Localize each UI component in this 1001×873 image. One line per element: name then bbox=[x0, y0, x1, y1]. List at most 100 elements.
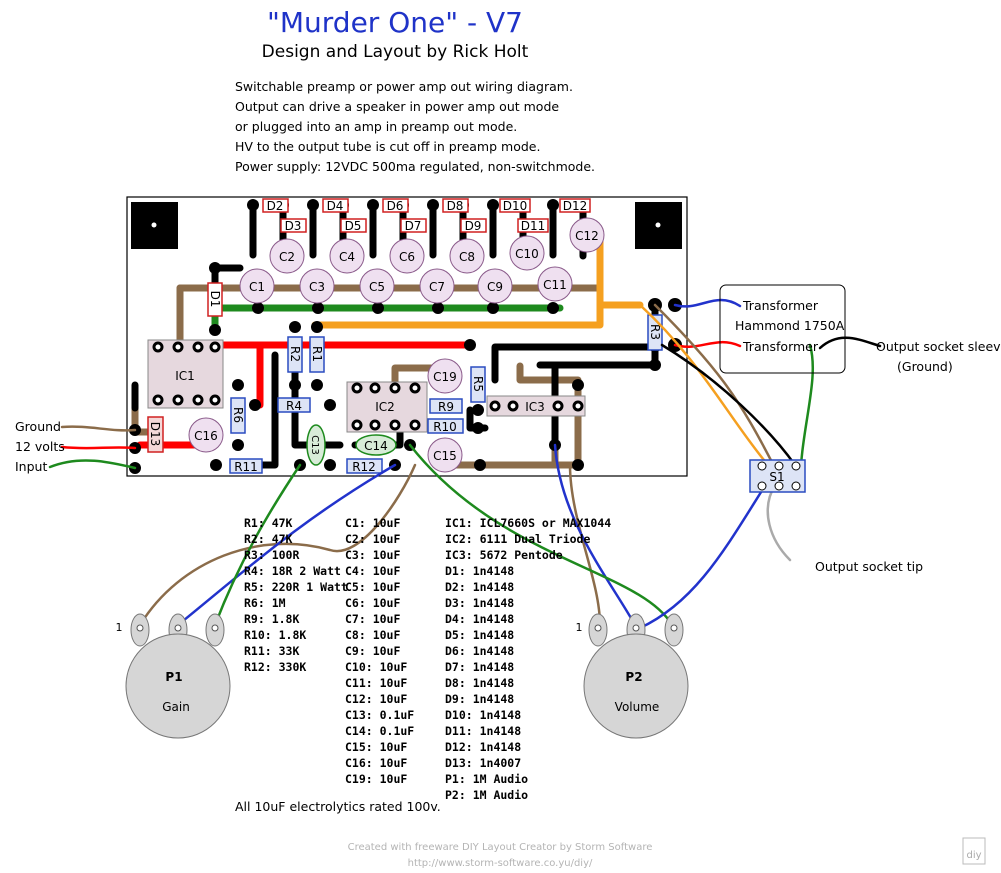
part-entry: D7: 1n4148 bbox=[445, 660, 515, 674]
resistor-r1: R1 bbox=[309, 336, 325, 373]
svg-text:D12: D12 bbox=[563, 199, 588, 213]
label-12-volts: 12 volts bbox=[15, 439, 65, 454]
svg-text:D8: D8 bbox=[447, 199, 464, 213]
svg-text:R2: R2 bbox=[288, 346, 302, 362]
part-entry: D9: 1n4148 bbox=[445, 692, 515, 706]
pot-p2: P2 Volume 1 bbox=[576, 613, 689, 739]
cap-c19: C19 bbox=[427, 358, 463, 394]
svg-text:P2: P2 bbox=[625, 670, 642, 684]
svg-text:R6: R6 bbox=[231, 407, 245, 423]
description-line: Power supply: 12VDC 500ma regulated, non… bbox=[235, 159, 596, 174]
parts-list-capacitors: C1: 10uF C2: 10uF C3: 10uF C4: 10uF C5: … bbox=[345, 515, 414, 787]
svg-text:D11: D11 bbox=[521, 219, 546, 233]
cap-c4: C4 bbox=[329, 238, 365, 274]
svg-text:R11: R11 bbox=[234, 460, 258, 474]
wires bbox=[48, 298, 882, 630]
diode-d6: D6 bbox=[382, 198, 409, 213]
capacitor-note: All 10uF electrolytics rated 100v. bbox=[235, 799, 441, 814]
label-sleeve-ground: (Ground) bbox=[897, 359, 953, 374]
part-entry: R10: 1.8K bbox=[244, 628, 307, 642]
cap-c7: C7 bbox=[419, 268, 455, 304]
svg-text:C9: C9 bbox=[487, 280, 503, 294]
part-entry: C11: 10uF bbox=[345, 676, 408, 690]
resistor-r5: R5 bbox=[470, 366, 486, 403]
label-transformer-2: Transformer bbox=[743, 339, 819, 354]
svg-text:R5: R5 bbox=[471, 376, 485, 392]
capacitors: C2 C4 C6 C8 C10 C12 C1 C3 C5 C7 C9 C11 C… bbox=[188, 217, 605, 473]
part-entry: C5: 10uF bbox=[345, 580, 401, 594]
svg-text:D10: D10 bbox=[503, 199, 528, 213]
svg-text:C19: C19 bbox=[433, 370, 457, 384]
svg-text:IC1: IC1 bbox=[175, 369, 195, 383]
part-entry: D1: 1n4148 bbox=[445, 564, 515, 578]
svg-text:R3: R3 bbox=[648, 324, 662, 340]
resistor-r9: R9 bbox=[429, 398, 463, 414]
ic3: IC3 bbox=[486, 395, 586, 417]
ic2: IC2 bbox=[346, 381, 428, 433]
svg-text:R12: R12 bbox=[352, 460, 376, 474]
parts-list-resistors: R1: 47K R2: 47K R3: 100R R4: 18R 2 Watt … bbox=[244, 515, 348, 675]
svg-text:D4: D4 bbox=[327, 199, 344, 213]
footer-credit: Created with freeware DIY Layout Creator… bbox=[347, 842, 653, 853]
svg-text:R10: R10 bbox=[433, 420, 457, 434]
part-entry: D8: 1n4148 bbox=[445, 676, 515, 690]
part-entry: C2: 10uF bbox=[345, 532, 401, 546]
part-entry: IC2: 6111 Dual Triode bbox=[445, 532, 591, 546]
svg-text:D5: D5 bbox=[345, 219, 362, 233]
pot-p1: P1 Gain 1 bbox=[116, 613, 231, 739]
svg-text:1: 1 bbox=[116, 621, 123, 634]
part-entry: C19: 10uF bbox=[345, 772, 408, 786]
svg-text:R4: R4 bbox=[286, 399, 302, 413]
part-entry: D2: 1n4148 bbox=[445, 580, 515, 594]
part-entry: R3: 100R bbox=[244, 548, 300, 562]
part-entry: R1: 47K bbox=[244, 516, 293, 530]
label-transformer-1: Transformer bbox=[743, 298, 819, 313]
part-entry: IC3: 5672 Pentode bbox=[445, 548, 563, 562]
svg-text:C10: C10 bbox=[515, 247, 539, 261]
svg-text:D3: D3 bbox=[285, 219, 302, 233]
part-entry: R5: 220R 1 Watt bbox=[244, 580, 348, 594]
svg-text:1: 1 bbox=[576, 621, 583, 634]
part-entry: C6: 10uF bbox=[345, 596, 401, 610]
cap-c5: C5 bbox=[359, 268, 395, 304]
diode-d13: D13 bbox=[147, 416, 164, 453]
description: Switchable preamp or power amp out wirin… bbox=[235, 77, 595, 177]
cap-c10: C10 bbox=[509, 235, 545, 271]
description-line: or plugged into an amp in preamp out mod… bbox=[235, 119, 518, 134]
part-entry: C1: 10uF bbox=[345, 516, 401, 530]
svg-text:IC3: IC3 bbox=[525, 400, 545, 414]
resistor-r11: R11 bbox=[229, 458, 263, 474]
part-entry: D10: 1n4148 bbox=[445, 708, 522, 722]
label-input: Input bbox=[15, 459, 48, 474]
svg-text:P1: P1 bbox=[165, 670, 182, 684]
part-entry: C13: 0.1uF bbox=[345, 708, 415, 722]
resistor-r10: R10 bbox=[427, 418, 464, 434]
cap-c9: C9 bbox=[477, 268, 513, 304]
part-entry: C7: 10uF bbox=[345, 612, 401, 626]
label-output-tip: Output socket tip bbox=[815, 559, 924, 574]
svg-text:R1: R1 bbox=[310, 346, 324, 362]
diode-d9: D9 bbox=[460, 218, 487, 233]
part-entry: C15: 10uF bbox=[345, 740, 408, 754]
part-entry: IC1: ICL7660S or MAX1044 bbox=[445, 516, 612, 530]
diode-d7: D7 bbox=[400, 218, 427, 233]
transformer-box bbox=[719, 284, 846, 374]
footer-url: http://www.storm-software.co.yu/diy/ bbox=[407, 858, 593, 869]
resistor-r4: R4 bbox=[277, 397, 311, 413]
svg-text:C2: C2 bbox=[279, 250, 295, 264]
svg-text:C4: C4 bbox=[339, 250, 355, 264]
svg-text:C1: C1 bbox=[249, 280, 265, 294]
parts-list-other: IC1: ICL7660S or MAX1044 IC2: 6111 Dual … bbox=[445, 515, 611, 803]
part-entry: C16: 10uF bbox=[345, 756, 408, 770]
svg-text:C6: C6 bbox=[399, 250, 415, 264]
resistors: R1 R2 R3 R4 R5 R6 R9 R10 R11 R12 D1 D13 bbox=[147, 282, 663, 474]
label-ground: Ground bbox=[15, 419, 61, 434]
label-output-sleeve: Output socket sleeve bbox=[876, 339, 1001, 354]
diagram-subtitle: Design and Layout by Rick Holt bbox=[261, 42, 529, 62]
svg-text:C3: C3 bbox=[309, 280, 325, 294]
diode-d1: D1 bbox=[207, 282, 223, 317]
cap-c3: C3 bbox=[299, 268, 335, 304]
part-entry: D5: 1n4148 bbox=[445, 628, 515, 642]
cap-c2: C2 bbox=[269, 238, 305, 274]
